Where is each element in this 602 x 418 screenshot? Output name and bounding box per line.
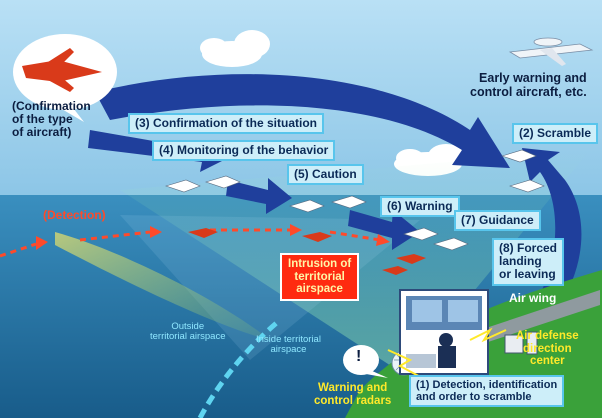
awacs-aircraft-icon bbox=[508, 37, 594, 66]
label-intrusion: Intrusion of territorial airspace bbox=[280, 253, 360, 301]
label-air-defense-center: Air defense direction center bbox=[516, 330, 579, 368]
arrow-warning bbox=[348, 210, 420, 250]
label-radars: Warning and control radars bbox=[314, 382, 392, 407]
label-step1: (1) Detection, identification and order … bbox=[409, 375, 565, 408]
operator-console-icon bbox=[399, 289, 489, 375]
white-fighter-jet-icon bbox=[433, 237, 469, 251]
label-early-warning: Early warning and control aircraft, etc. bbox=[470, 71, 587, 99]
main-arrow-top bbox=[95, 74, 510, 168]
arrow-caution bbox=[226, 178, 292, 214]
label-air-wing: Air wing bbox=[509, 291, 557, 305]
label-step7: (7) Guidance bbox=[454, 210, 541, 232]
white-fighter-jet-icon bbox=[501, 149, 537, 163]
white-fighter-jet-icon bbox=[205, 175, 241, 189]
label-inside-airspace: Inside territorial airspace bbox=[256, 334, 321, 356]
alert-exclamation-icon: ! bbox=[356, 348, 362, 365]
territorial-boundary bbox=[197, 318, 282, 418]
alert-bubble bbox=[343, 345, 388, 378]
red-fighter-jet-icon bbox=[302, 232, 332, 242]
white-fighter-jet-icon bbox=[403, 227, 439, 241]
territorial-airspace-wedge bbox=[120, 215, 420, 360]
air-defense-center-building bbox=[504, 331, 538, 355]
label-step8: (8) Forced landing or leaving bbox=[492, 238, 565, 286]
label-detection: (Detection) bbox=[43, 208, 106, 222]
label-step6: (6) Warning bbox=[380, 196, 460, 218]
label-step2: (2) Scramble bbox=[512, 123, 599, 145]
white-fighter-jet-icon bbox=[509, 179, 545, 193]
label-aircraft-type: (Confirmation of the type of aircraft) bbox=[12, 99, 91, 140]
label-step3: (3) Confirmation of the situation bbox=[128, 113, 324, 135]
detection-trail bbox=[55, 232, 270, 340]
label-step5: (5) Caution bbox=[287, 164, 364, 186]
detection-arrowheads bbox=[36, 224, 390, 250]
red-fighter-jet-icon bbox=[188, 228, 218, 238]
label-step4: (4) Monitoring of the behavior bbox=[152, 140, 336, 162]
white-fighter-jet-icon bbox=[331, 195, 367, 209]
lightning-link bbox=[387, 327, 507, 381]
label-outside-airspace: Outside territorial airspace bbox=[150, 321, 226, 343]
white-fighter-jet-icon bbox=[165, 179, 201, 193]
white-fighter-jet-icon bbox=[289, 199, 325, 213]
red-fighter-jet-icon bbox=[22, 48, 102, 92]
red-fighter-jet-icon bbox=[396, 254, 426, 264]
cloud-top bbox=[200, 30, 270, 67]
arrow-scramble-return bbox=[522, 148, 582, 305]
detection-track bbox=[0, 228, 381, 258]
red-fighter-jet-icon bbox=[382, 266, 408, 275]
runway bbox=[480, 290, 600, 342]
